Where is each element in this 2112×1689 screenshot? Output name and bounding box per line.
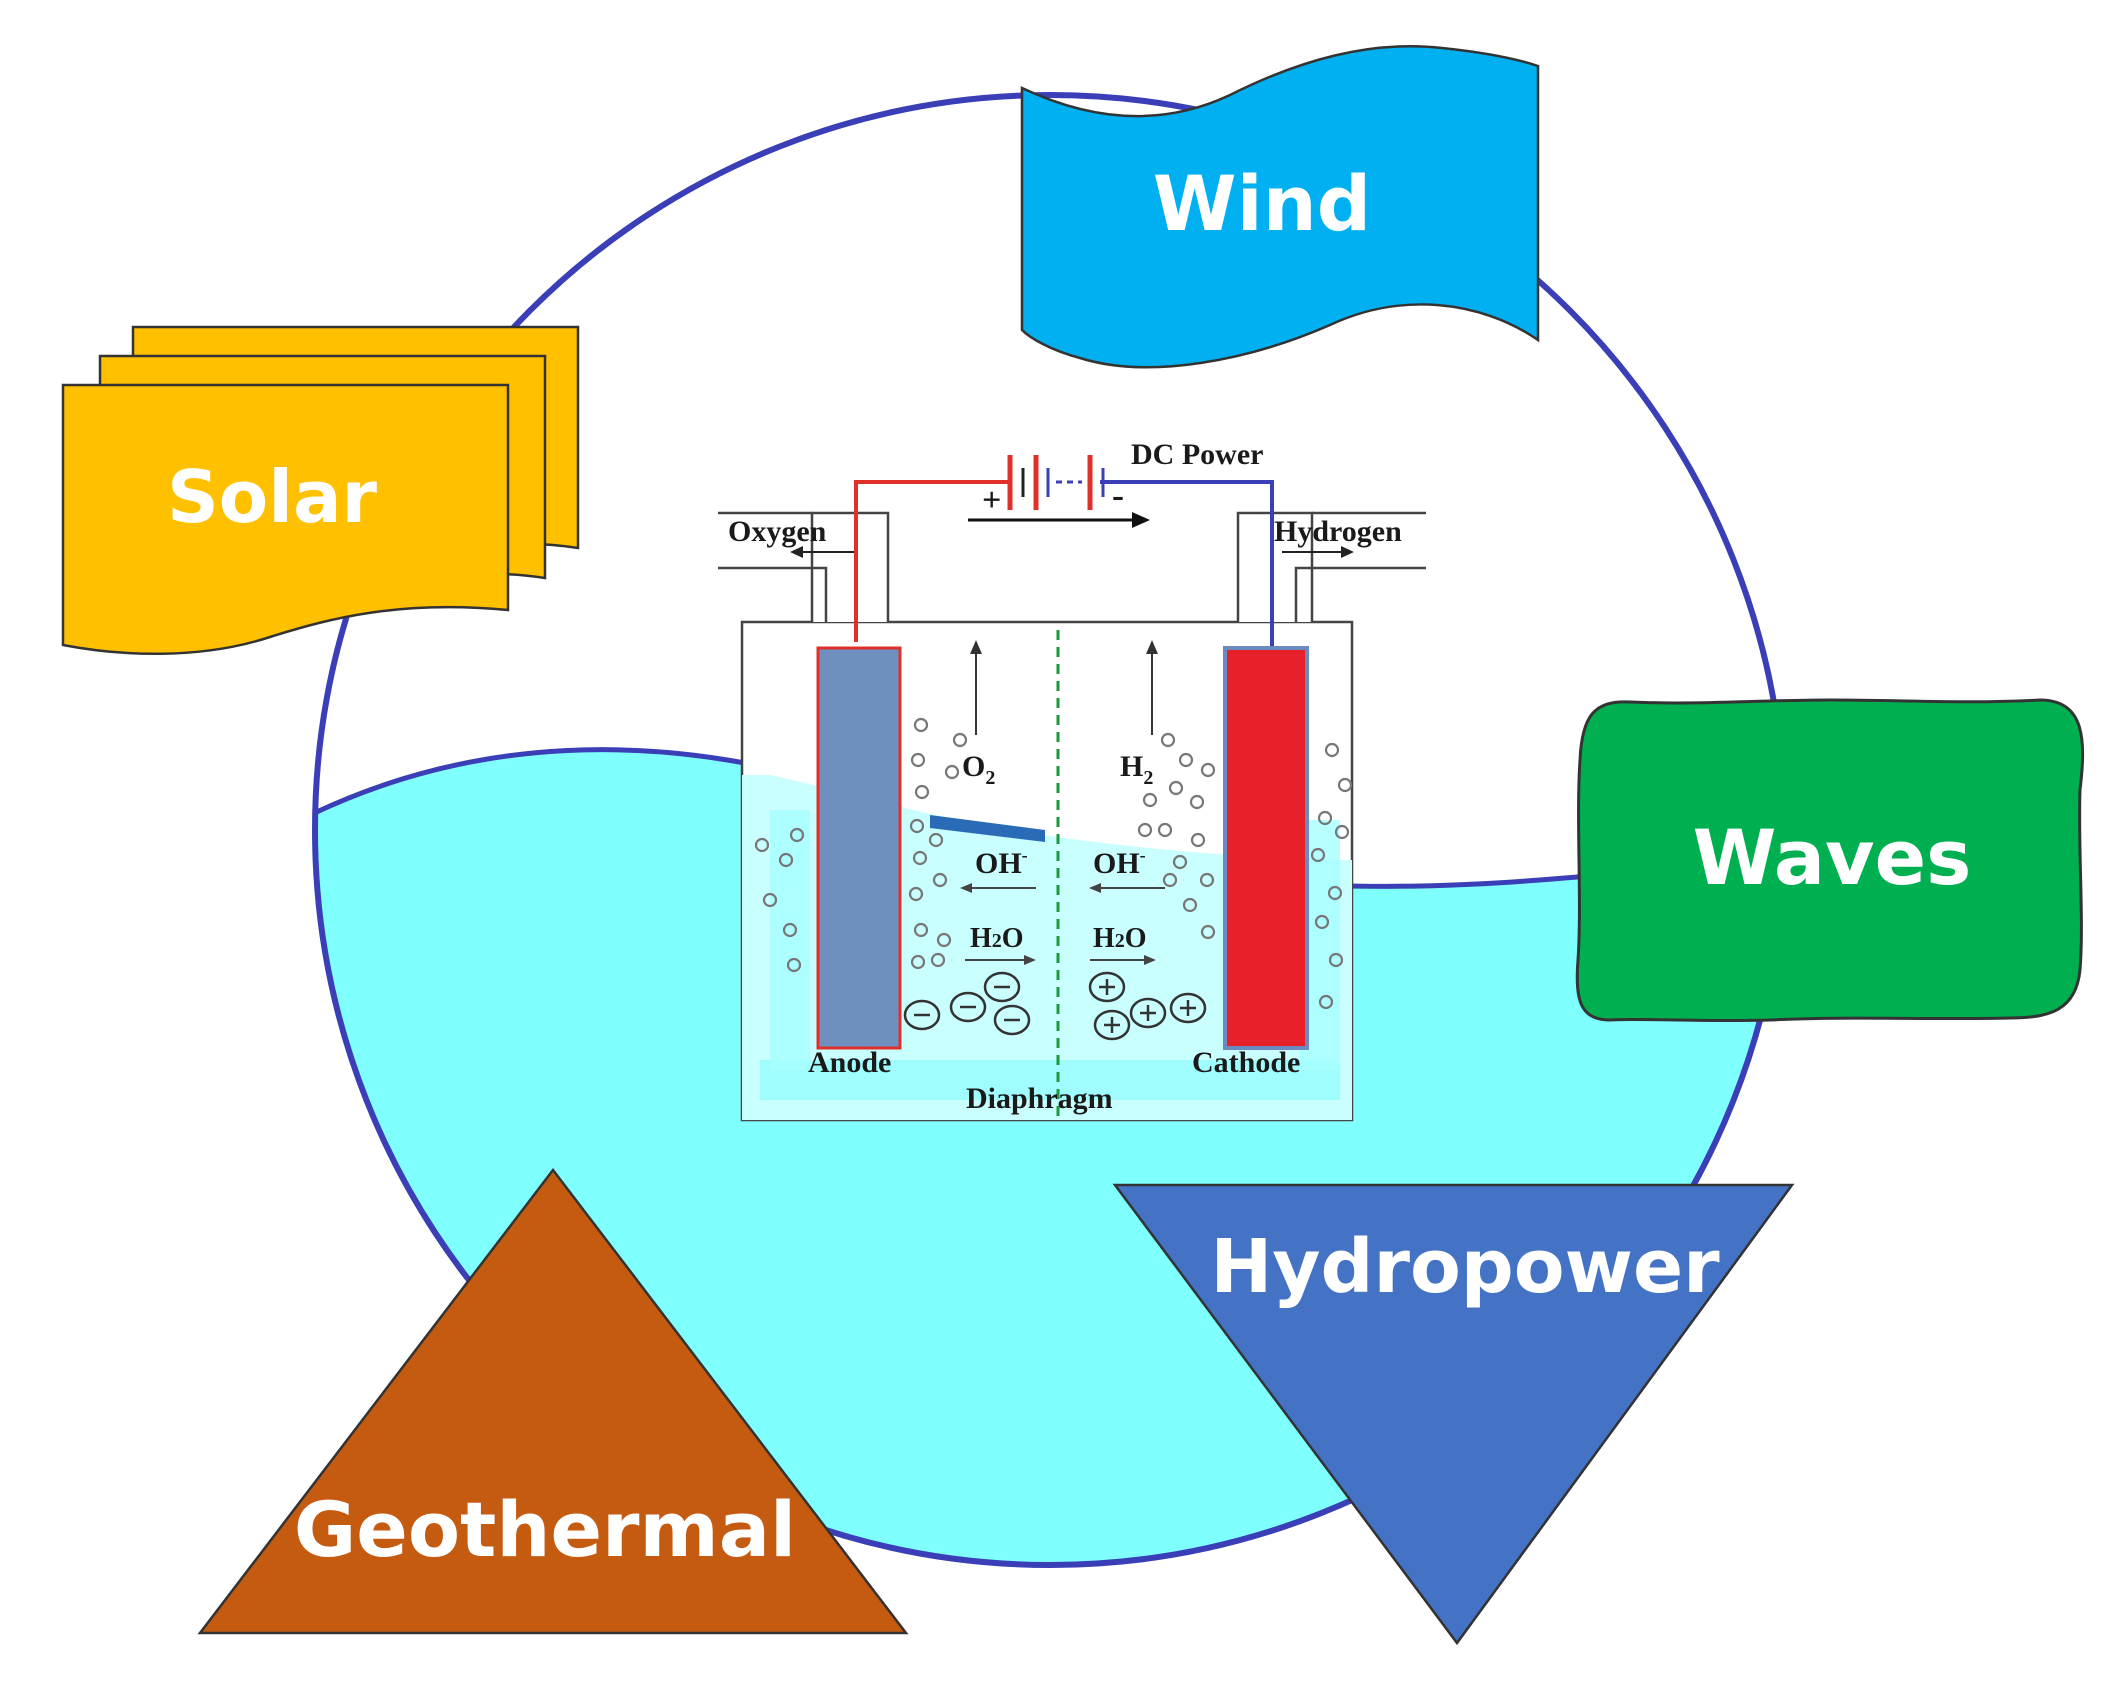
- solar-label: Solar: [167, 455, 378, 539]
- electrolysis-cell: + - DC Power Oxygen Hydrogen O2 H2 OH- O…: [718, 438, 1426, 1122]
- dc-battery: + -: [968, 455, 1150, 528]
- geothermal-source: Geothermal: [197, 1167, 909, 1635]
- cathode-label: Cathode: [1192, 1046, 1300, 1079]
- oh-left-label: OH-: [975, 845, 1028, 880]
- solar-source: Solar: [61, 325, 580, 656]
- plus-terminal: +: [982, 482, 1001, 519]
- wind-source: Wind: [1020, 45, 1540, 369]
- dc-power-label: DC Power: [1131, 438, 1263, 471]
- oxygen-label: Oxygen: [728, 515, 827, 548]
- positive-ions: [1088, 971, 1207, 1041]
- wind-label: Wind: [1153, 159, 1371, 248]
- minus-terminal: -: [1112, 475, 1124, 515]
- hydrogen-label: Hydrogen: [1274, 515, 1402, 548]
- anode-electrode: [816, 646, 902, 1050]
- waves-label: Waves: [1693, 813, 1972, 902]
- anode-label: Anode: [808, 1046, 891, 1079]
- negative-ions: [903, 971, 1031, 1036]
- hydropower-source: Hydropower: [1112, 1183, 1795, 1646]
- h2o-left-label: H2O: [970, 923, 1024, 954]
- h2-label: H2: [1120, 750, 1153, 789]
- waves-source: Waves: [1575, 698, 2085, 1023]
- diaphragm-label: Diaphragm: [966, 1082, 1113, 1115]
- hydropower-label: Hydropower: [1210, 1224, 1720, 1310]
- gas-bubbles: [754, 717, 1353, 1010]
- h2o-right-label: H2O: [1093, 923, 1147, 954]
- geothermal-label: Geothermal: [294, 1485, 796, 1574]
- cathode-electrode: [1223, 646, 1309, 1050]
- o2-label: O2: [962, 750, 995, 789]
- oh-right-label: OH-: [1093, 845, 1146, 880]
